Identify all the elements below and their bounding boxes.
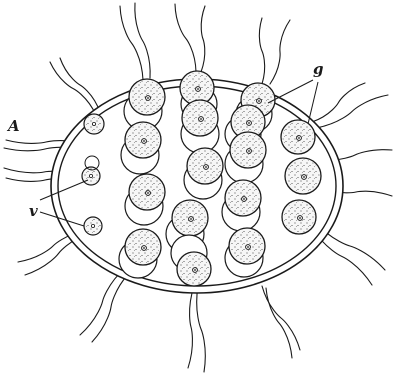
label-vegetative-v: v: [29, 202, 38, 220]
flagellum: [201, 6, 205, 72]
flagellum: [92, 272, 130, 342]
leader-g-1: [268, 80, 313, 103]
flagellum: [270, 20, 290, 84]
daughter-colony: [282, 200, 316, 234]
flagellum: [316, 95, 388, 128]
flagellum: [120, 6, 143, 80]
flagellum: [60, 58, 100, 112]
daughter-colony: [285, 158, 321, 194]
flagellum: [135, 3, 150, 78]
flagellum: [188, 286, 194, 368]
label-colony-A: A: [6, 117, 20, 135]
flagellum: [197, 286, 206, 372]
flagellum: [80, 268, 125, 335]
flagellum: [312, 83, 365, 122]
flagellum: [50, 62, 96, 115]
label-gonidia-g: g: [313, 60, 324, 78]
daughter-colony: [281, 120, 315, 154]
daughter-colony: [181, 100, 219, 153]
daughter-colony: [184, 148, 223, 199]
vegetative-cell: [84, 217, 102, 235]
leader-g-2: [308, 82, 318, 124]
daughter-colony: [222, 180, 261, 231]
flagellum: [262, 286, 300, 350]
flagellum: [266, 288, 292, 358]
flagellum: [175, 4, 196, 72]
flagellum: [259, 18, 264, 84]
vegetative-cell: [84, 114, 104, 134]
